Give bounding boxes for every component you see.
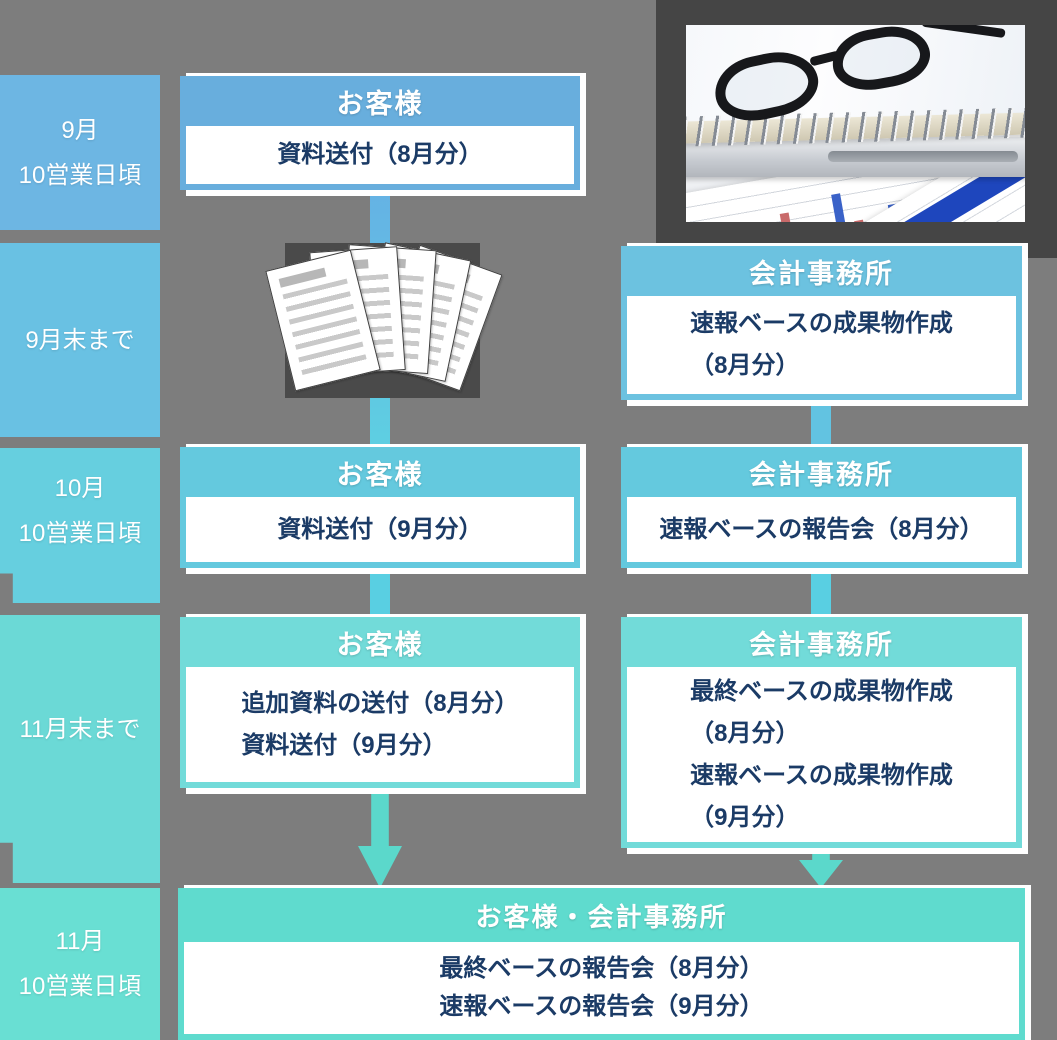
card-office-draft-report-aug: 会計事務所 速報ベースの報告会（8月分） — [621, 444, 1028, 574]
timeline-step-oct10: 10月 10営業日頃 — [0, 448, 160, 603]
card-header-label: お客様 — [336, 88, 424, 119]
connector-customer-2-3 — [370, 568, 390, 617]
card-body: 速報ベースの成果物作成 （8月分） — [627, 296, 1016, 394]
card-line: 資料送付（9月分） — [241, 731, 447, 759]
timeline-label: 9月 — [61, 116, 99, 144]
card-header: お客様 — [180, 617, 580, 667]
card-header: 会計事務所 — [621, 447, 1022, 497]
card-header: お客様 — [180, 447, 580, 497]
card-header-label: お客様・会計事務所 — [475, 901, 728, 932]
timeline-step-nov10: 11月 10営業日頃 — [0, 888, 160, 1040]
card-office-final-and-draft: 会計事務所 最終ベースの成果物作成 （8月分） 速報ベースの成果物作成 （9月分… — [621, 614, 1028, 854]
card-line: （8月分） — [690, 352, 800, 379]
card-customer-send-sep: お客様 資料送付（9月分） — [180, 444, 586, 574]
timeline-label: 10月 — [54, 474, 106, 502]
card-line: 最終ベースの成果物作成 — [690, 677, 953, 705]
card-line: 最終ベースの報告会（8月分） — [439, 955, 764, 982]
card-body: 資料送付（8月分） — [186, 126, 574, 184]
card-body: 速報ベースの報告会（8月分） — [627, 497, 1016, 562]
card-line: 資料送付（9月分） — [277, 515, 483, 543]
card-header: お客様・会計事務所 — [178, 888, 1025, 942]
card-line: 追加資料の送付（8月分） — [241, 689, 519, 717]
card-header-label: お客様 — [336, 459, 424, 490]
card-header-label: 会計事務所 — [749, 258, 894, 289]
card-line: 資料送付（8月分） — [277, 141, 483, 168]
card-body: 資料送付（9月分） — [186, 497, 574, 562]
card-line: 速報ベースの成果物作成 — [690, 310, 953, 337]
card-header-label: 会計事務所 — [749, 629, 894, 660]
card-body: 追加資料の送付（8月分） 資料送付（9月分） — [186, 667, 574, 782]
timeline-step-sep10: 9月 10営業日頃 — [0, 75, 160, 230]
timeline-label: 11月 — [55, 928, 105, 955]
card-header: 会計事務所 — [621, 617, 1022, 667]
photo-panel — [656, 0, 1057, 258]
card-line: 速報ベースの成果物作成 — [690, 761, 953, 789]
timeline-step-nov-end: 11月末まで — [0, 615, 160, 883]
card-customer-additional-docs: お客様 追加資料の送付（8月分） 資料送付（9月分） — [180, 614, 586, 794]
card-header-label: お客様 — [336, 629, 424, 660]
down-arrow-icon — [358, 788, 402, 888]
documents-panel — [265, 242, 503, 398]
timeline-label: 9月末まで — [25, 326, 135, 354]
connector-office-2-3 — [811, 568, 831, 617]
card-customer-send-aug: お客様 資料送付（8月分） — [180, 73, 586, 196]
timeline-step-sep-end: 9月末まで — [0, 243, 160, 437]
timeline-label: 11月末まで — [19, 715, 141, 743]
timeline-label: 10営業日頃 — [18, 973, 142, 1000]
down-arrow-icon — [799, 848, 843, 888]
card-final-report-meeting: お客様・会計事務所 最終ベースの報告会（8月分） 速報ベースの報告会（9月分） — [178, 885, 1031, 1040]
connector-office-1-2 — [811, 400, 831, 447]
card-header-label: 会計事務所 — [749, 459, 894, 490]
timeline-label: 10営業日頃 — [18, 519, 142, 547]
card-body: 最終ベースの成果物作成 （8月分） 速報ベースの成果物作成 （9月分） — [627, 667, 1016, 842]
card-header: お客様 — [180, 76, 580, 126]
card-office-draft-aug: 会計事務所 速報ベースの成果物作成 （8月分） — [621, 243, 1028, 406]
office-photo — [686, 25, 1025, 222]
card-body: 最終ベースの報告会（8月分） 速報ベースの報告会（9月分） — [184, 942, 1019, 1034]
card-line: 速報ベースの報告会（9月分） — [439, 993, 764, 1020]
card-line: 速報ベースの報告会（8月分） — [659, 515, 984, 543]
timeline-label: 10営業日頃 — [18, 161, 142, 189]
card-line: （9月分） — [690, 803, 800, 831]
card-line: （8月分） — [690, 719, 800, 747]
card-header: 会計事務所 — [621, 246, 1022, 296]
